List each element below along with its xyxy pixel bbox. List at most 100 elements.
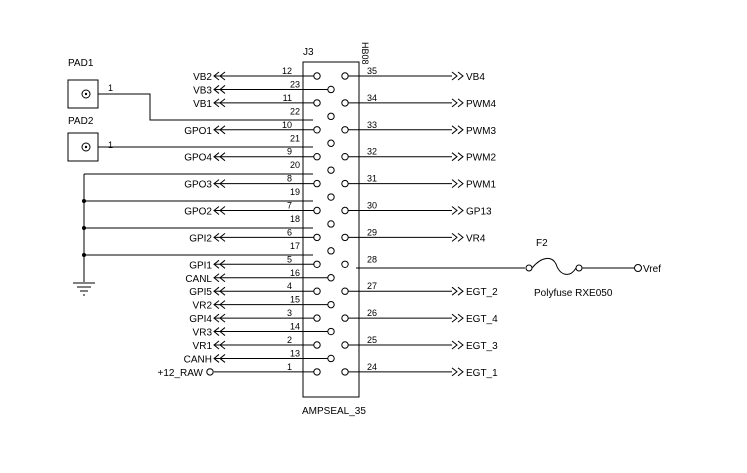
net-label: PWM3 xyxy=(466,126,496,137)
connector-vertical-mark: HB08 xyxy=(360,42,370,65)
pin-number: 27 xyxy=(367,281,377,291)
net-label: VB1 xyxy=(193,99,212,110)
port-arrow-icon xyxy=(451,125,464,135)
pin-number: 7 xyxy=(287,201,292,211)
net-label: EGT_2 xyxy=(466,287,498,298)
fuse-refdes: F2 xyxy=(536,238,548,249)
net-label: GPI4 xyxy=(189,314,212,325)
port-arrow-icon xyxy=(451,179,464,188)
pin-number: 34 xyxy=(367,93,377,103)
pin-number: 6 xyxy=(287,227,292,237)
pin-circle xyxy=(341,287,349,295)
port-arrow-icon xyxy=(451,98,464,108)
left-pin-group: 12VB223VB311VB12210GPO1219GPO4208GPO3197… xyxy=(158,66,335,379)
pin-circle xyxy=(341,72,349,80)
pin-number: 12 xyxy=(282,66,292,76)
connector-part: AMPSEAL_35 xyxy=(302,406,366,417)
net-label: GP13 xyxy=(466,207,492,218)
port-arrow-icon xyxy=(213,71,226,81)
pin-circle xyxy=(327,166,335,174)
net-label: EGT_1 xyxy=(466,368,498,379)
net-label: GPO4 xyxy=(184,153,212,164)
pin-number: 22 xyxy=(290,106,300,116)
pin-circle xyxy=(313,126,321,134)
net-label: GPI2 xyxy=(189,233,212,244)
pad2-target-dot xyxy=(84,145,88,149)
ground-junction xyxy=(82,253,86,257)
pin-number: 15 xyxy=(290,295,300,305)
port-arrow-icon xyxy=(213,179,226,188)
net-label: EGT_3 xyxy=(466,341,498,352)
port-arrow-icon xyxy=(213,340,226,350)
connector-pin-19: 19 xyxy=(290,187,335,201)
port-arrow-icon xyxy=(451,367,464,377)
pin-number: 3 xyxy=(287,308,292,318)
pin-number: 32 xyxy=(367,147,377,157)
port-arrow-icon xyxy=(451,233,464,242)
net-label: GPO1 xyxy=(184,126,212,137)
pad2-pin-number: 1 xyxy=(108,140,113,150)
pin-circle xyxy=(327,354,335,363)
pin-number: 33 xyxy=(367,120,377,130)
pad1-wire xyxy=(98,93,313,121)
pin-number: 20 xyxy=(290,160,300,170)
pin-number: 19 xyxy=(290,187,300,197)
net-label: VR2 xyxy=(193,301,213,312)
port-arrow-icon xyxy=(213,152,226,162)
port-arrow-icon xyxy=(213,327,226,336)
power-terminal-icon xyxy=(206,368,214,376)
fuse-net-label: Vref xyxy=(643,264,661,275)
pin-circle xyxy=(341,314,349,322)
port-arrow-icon xyxy=(451,71,464,81)
pin-number: 18 xyxy=(290,214,300,224)
pin-circle xyxy=(341,233,349,242)
ground-icon xyxy=(73,282,95,296)
pin-circle xyxy=(313,341,321,349)
net-label: CANL xyxy=(185,274,212,285)
fuse-symbol xyxy=(531,258,577,275)
net-label: GPO2 xyxy=(184,207,212,218)
pin-circle xyxy=(313,179,321,188)
pin-number: 29 xyxy=(367,227,377,237)
connector-pin-17: 17 xyxy=(290,241,335,255)
right-pin-group: 35VB434PWM433PWM332PWM231PWM130GP1329VR4… xyxy=(341,66,498,379)
port-arrow-icon xyxy=(451,152,464,162)
net-label: VR3 xyxy=(193,328,213,339)
port-arrow-icon xyxy=(213,85,226,94)
pin-circle xyxy=(313,287,321,295)
pin-circle xyxy=(313,206,321,215)
pin-number: 10 xyxy=(282,120,292,130)
net-label: PWM4 xyxy=(466,99,496,110)
pin-circle xyxy=(313,99,321,107)
pad1-pin-number: 1 xyxy=(108,83,113,93)
pin-number: 8 xyxy=(287,174,292,184)
net-label: VB3 xyxy=(193,85,212,96)
pin-circle xyxy=(313,233,321,242)
net-label: EGT_4 xyxy=(466,314,498,325)
port-arrow-icon xyxy=(451,286,464,296)
pin-number: 17 xyxy=(290,241,300,251)
port-arrow-icon xyxy=(213,286,226,296)
net-label: CANH xyxy=(184,354,212,365)
port-arrow-icon xyxy=(451,313,464,323)
connector-pin-18: 18 xyxy=(290,214,335,228)
pin-circle xyxy=(327,220,335,228)
net-label: GPI5 xyxy=(189,287,212,298)
port-arrow-icon xyxy=(213,300,226,310)
fuse-pin-right xyxy=(575,264,583,272)
connector-pin-22: 22 xyxy=(290,106,335,121)
